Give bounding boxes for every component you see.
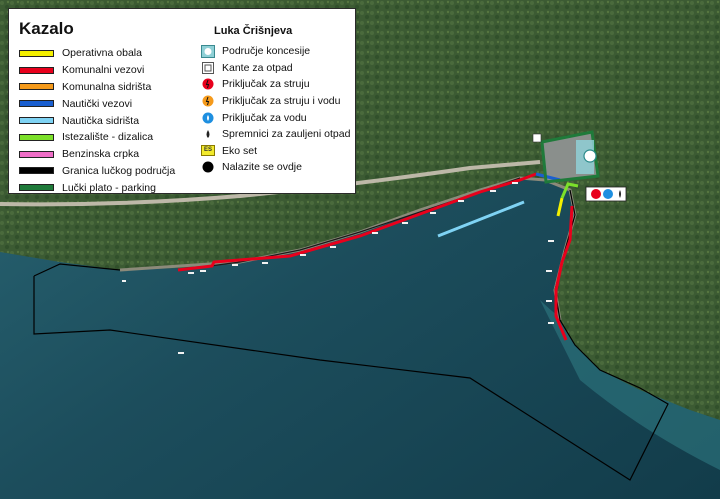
symbol-item-oil-waste: Spremnici za zauljeni otpad <box>201 126 350 143</box>
legend-item-communal-berths: Komunalni vezovi <box>19 62 175 79</box>
port-parking-plateau <box>540 130 600 184</box>
parking-swatch <box>19 184 54 192</box>
power-water-connection-icon <box>201 94 215 108</box>
legend-item-label: Nautička sidrišta <box>62 114 140 127</box>
power-connection-marker <box>591 189 601 199</box>
operational-quay-swatch <box>19 49 54 57</box>
legend-item-label: Komunalna sidrišta <box>62 80 152 93</box>
communal-berths-north <box>177 172 537 272</box>
symbol-legend-list: Područje koncesije Kante za otpad Priklj… <box>201 43 350 176</box>
eko-set-badge: ES <box>201 145 215 157</box>
symbol-item-label: Eko set <box>222 144 258 157</box>
symbol-item-power: Priključak za struju <box>201 76 350 93</box>
legend-item-fuel-pump: Benzinska crpka <box>19 146 175 163</box>
symbol-item-label: Područje koncesije <box>222 45 311 58</box>
oil-waste-marker <box>619 190 621 198</box>
nautical-anchorages <box>437 200 525 238</box>
legend-item-label: Lučki plato - parking <box>62 181 156 194</box>
legend-item-label: Operativna obala <box>62 47 142 60</box>
water-connection-marker <box>603 189 613 199</box>
legend-item-port-boundary: Granica lučkog područja <box>19 163 175 180</box>
legend-item-label: Nautički vezovi <box>62 97 133 110</box>
oil-waste-icon <box>201 127 215 141</box>
symbol-item-trash: Kante za otpad <box>201 60 350 77</box>
port-name: Luka Črišnjeva <box>214 25 293 37</box>
concession-area-icon <box>201 44 215 58</box>
legend-item-operational-quay: Operativna obala <box>19 45 175 62</box>
symbol-item-concession: Područje koncesije <box>201 43 350 60</box>
symbol-item-eko-set: ES Eko set <box>201 143 350 160</box>
symbol-item-label: Priključak za struju i vodu <box>222 95 341 108</box>
slipway-crane <box>560 182 579 199</box>
symbol-item-power-water: Priključak za struju i vodu <box>201 93 350 110</box>
line-legend-list: Operativna obala Komunalni vezovi Komuna… <box>19 45 175 196</box>
trash-bin-icon <box>201 61 215 75</box>
legend-item-parking: Lučki plato - parking <box>19 179 175 196</box>
map-legend: Kazalo Luka Črišnjeva Operativna obala K… <box>8 8 356 194</box>
legend-item-nautical-berths: Nautički vezovi <box>19 95 175 112</box>
legend-item-slipway: Istezalište - dizalica <box>19 129 175 146</box>
you-are-here-icon <box>201 160 215 174</box>
power-connection-icon <box>201 77 215 91</box>
water-connection-icon <box>201 111 215 125</box>
legend-item-label: Istezalište - dizalica <box>62 131 154 144</box>
symbol-item-water: Priključak za vodu <box>201 109 350 126</box>
port-boundary-swatch <box>19 167 54 175</box>
eko-set-icon: ES <box>201 144 215 158</box>
legend-item-nautical-anchorages: Nautička sidrišta <box>19 112 175 129</box>
symbol-item-label: Priključak za vodu <box>222 111 307 124</box>
fuel-pump-swatch <box>19 150 54 158</box>
concession-marker <box>583 149 597 163</box>
communal-anchorages-swatch <box>19 83 54 91</box>
symbol-item-label: Spremnici za zauljeni otpad <box>222 128 351 141</box>
operational-quay <box>556 197 564 217</box>
nautical-anchorages-swatch <box>19 117 54 125</box>
nautical-berths-swatch <box>19 100 54 108</box>
symbol-item-label: Kante za otpad <box>222 61 293 74</box>
legend-title: Kazalo <box>19 19 74 38</box>
legend-item-label: Komunalni vezovi <box>62 64 145 77</box>
legend-item-label: Granica lučkog područja <box>62 164 176 177</box>
legend-item-communal-anchorages: Komunalna sidrišta <box>19 79 175 96</box>
symbol-item-label: Nalazite se ovdje <box>222 161 302 174</box>
slipway-swatch <box>19 133 54 141</box>
nautical-berths <box>535 172 561 182</box>
coastal-road <box>0 160 541 207</box>
legend-item-label: Benzinska crpka <box>62 148 140 161</box>
trash-bin-marker <box>532 133 542 143</box>
communal-berths-east <box>554 205 574 341</box>
communal-berths-swatch <box>19 66 54 74</box>
symbol-item-label: Priključak za struju <box>222 78 310 91</box>
moored-boats <box>122 182 554 354</box>
symbol-item-you-are-here: Nalazite se ovdje <box>201 159 350 176</box>
